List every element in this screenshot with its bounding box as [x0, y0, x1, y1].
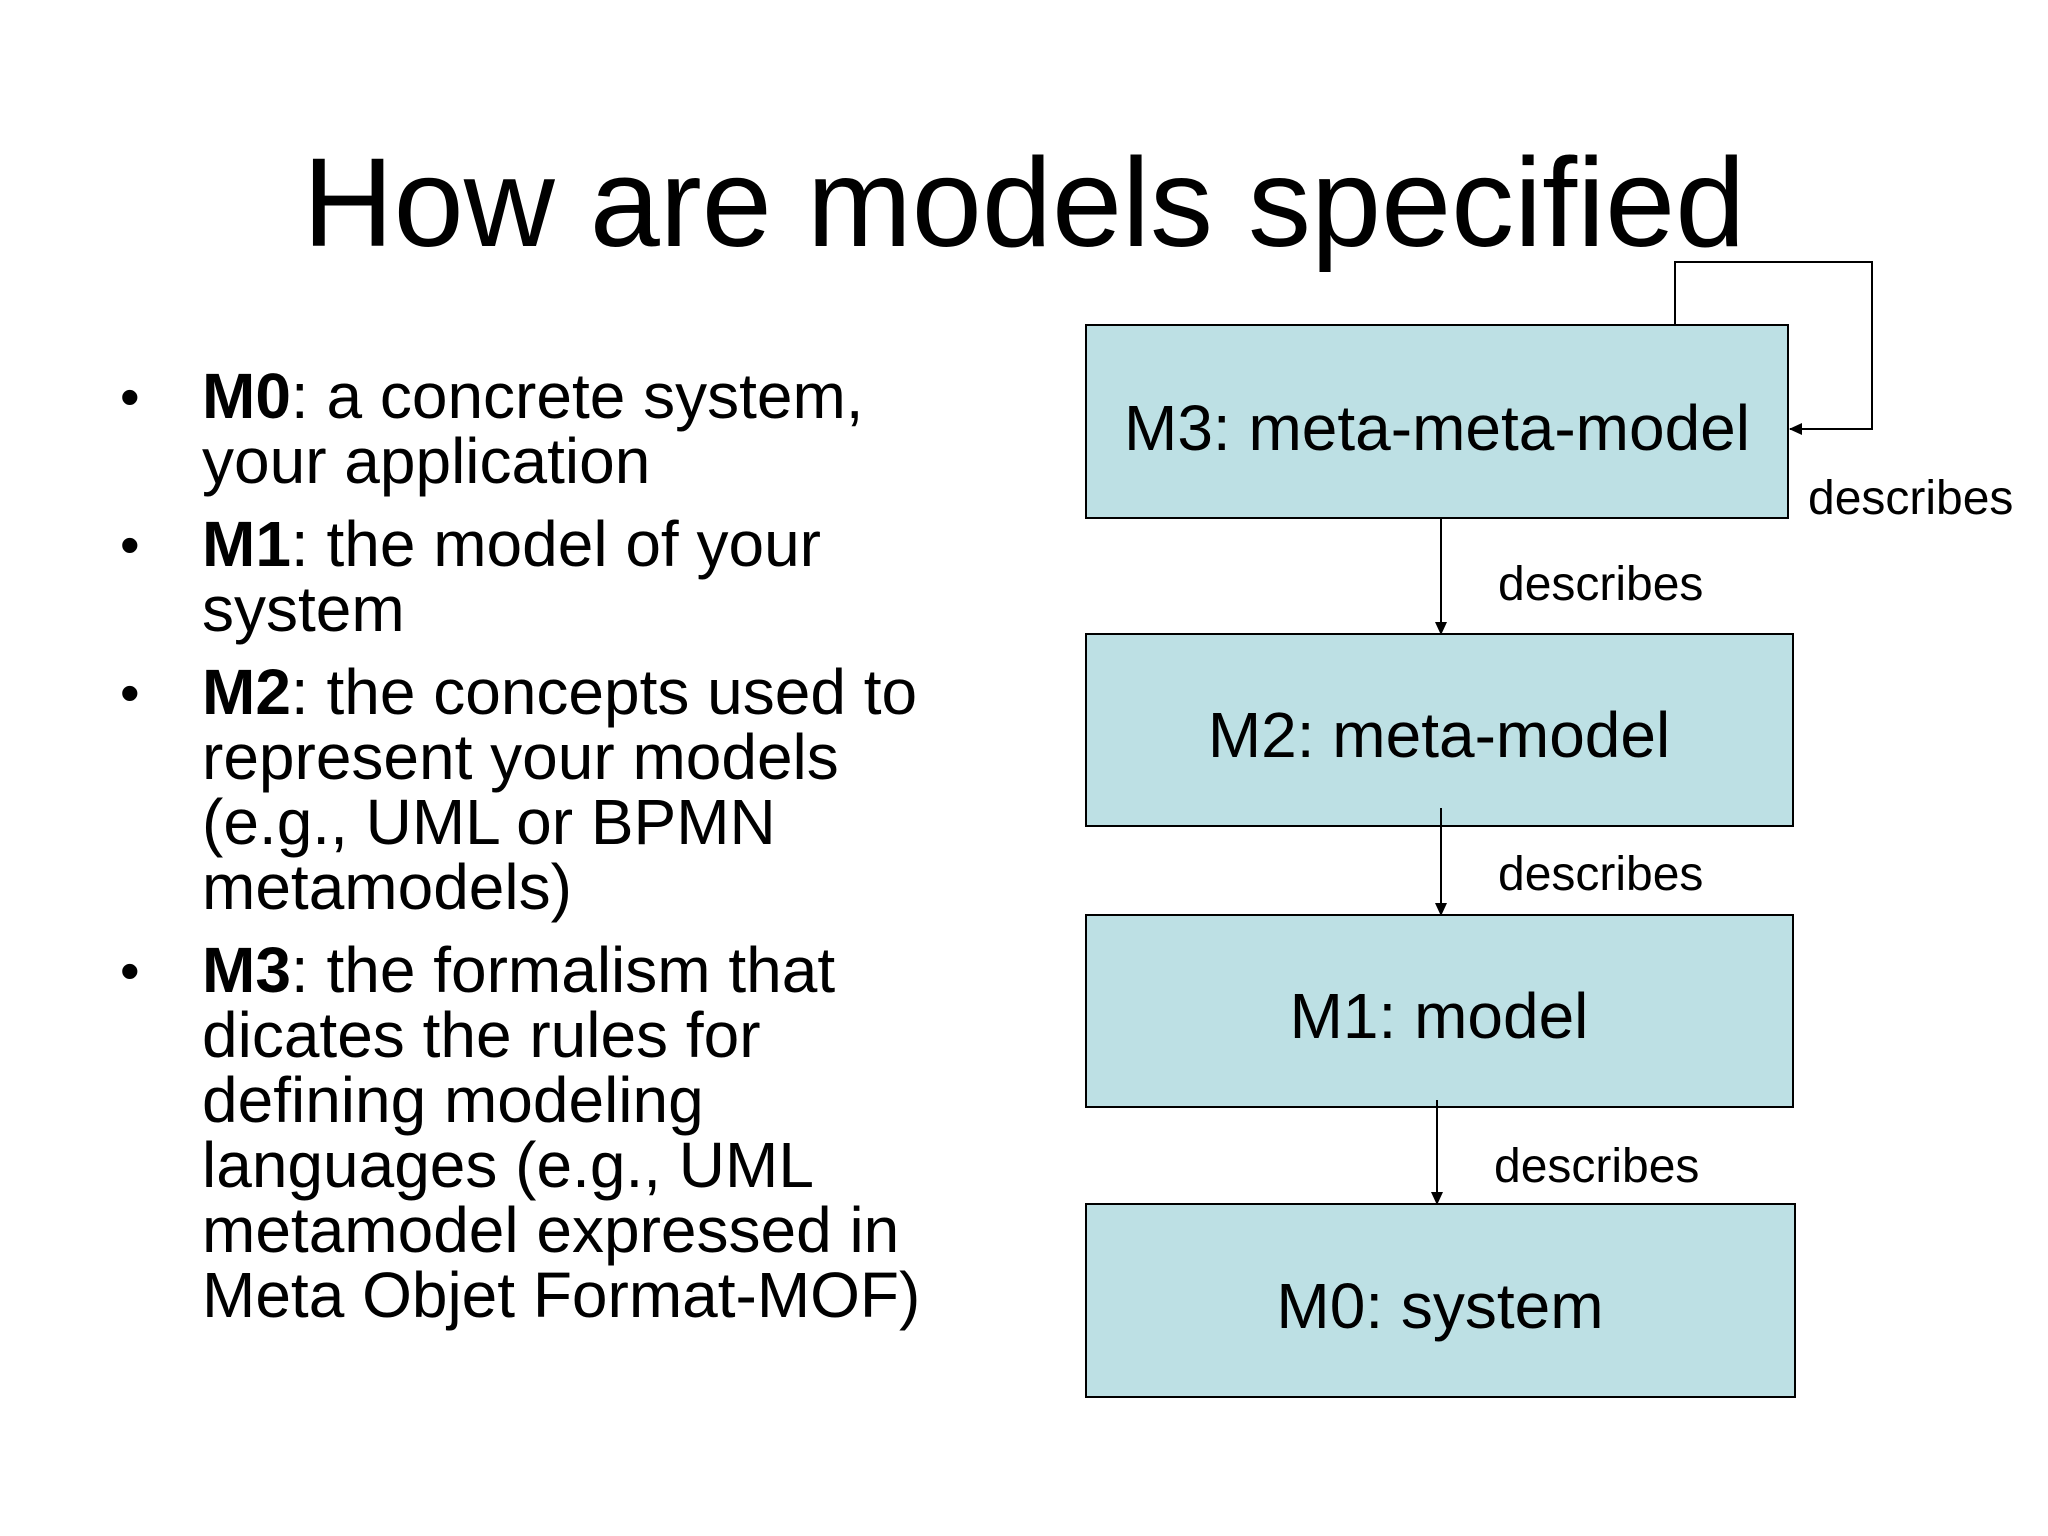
bullet-item-m2: • M2: the concepts used to represent you…: [120, 660, 1020, 920]
bullet-term: M3: [202, 934, 291, 1006]
bullet-text-line: : the concepts used to: [290, 656, 918, 728]
bullet-dot-icon: •: [120, 365, 140, 428]
box-m0: [1085, 1203, 1796, 1398]
bullet-text-line: dicates the rules for: [202, 999, 761, 1071]
box-m3: [1085, 324, 1789, 519]
bullet-text-line: (e.g., UML or BPMN: [202, 786, 776, 858]
bullet-term: M2: [202, 656, 291, 728]
bullet-text-line: Meta Objet Format-MOF): [202, 1259, 921, 1331]
bullet-term: M1: [202, 508, 291, 580]
self-loop-arrow: [1674, 261, 1873, 435]
box-label-m3: M3: meta-meta-model: [1124, 392, 1750, 464]
bullet-term: M0: [202, 360, 291, 432]
bullet-item-m3: • M3: the formalism that dicates the rul…: [120, 938, 1020, 1328]
slide-title: How are models specified: [302, 132, 1746, 273]
edge-label-m3-m2: describes: [1498, 558, 1703, 611]
bullet-list: • M0: a concrete system, your applicatio…: [120, 364, 1020, 1346]
bullet-text-line: defining modeling: [202, 1064, 704, 1136]
box-label-m2: M2: meta-model: [1208, 699, 1670, 771]
edge-label-m2-m1: describes: [1498, 848, 1703, 901]
bullet-item-m0: • M0: a concrete system, your applicatio…: [120, 364, 1020, 494]
bullet-text-line: metamodels): [202, 851, 572, 923]
box-m2: [1085, 633, 1794, 827]
bullet-item-m1: • M1: the model of your system: [120, 512, 1020, 642]
bullet-text-line: : a concrete system,: [290, 360, 864, 432]
box-m1: [1085, 914, 1794, 1108]
box-label-m0: M0: system: [1276, 1270, 1603, 1342]
edge-label-self: describes: [1808, 472, 2013, 525]
bullet-text-line: your application: [202, 425, 651, 497]
edge-label-m1-m0: describes: [1494, 1140, 1699, 1193]
bullet-dot-icon: •: [120, 939, 140, 1002]
bullet-text-line: : the formalism that: [290, 934, 836, 1006]
box-label-m1: M1: model: [1290, 980, 1589, 1052]
bullet-text-line: metamodel expressed in: [202, 1194, 900, 1266]
bullet-dot-icon: •: [120, 513, 140, 576]
bullet-text-line: : the model of your: [290, 508, 821, 580]
bullet-text-line: system: [202, 573, 405, 645]
bullet-text-line: represent your models: [202, 721, 839, 793]
bullet-text-line: languages (e.g., UML: [202, 1129, 814, 1201]
bullet-dot-icon: •: [120, 661, 140, 724]
